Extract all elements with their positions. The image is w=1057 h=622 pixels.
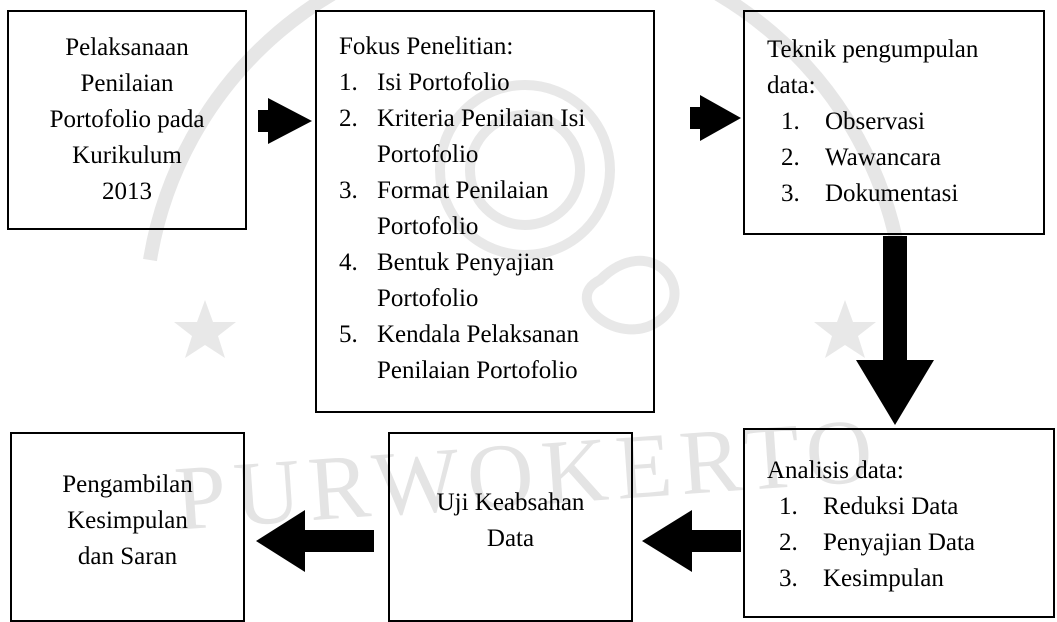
box-implementation: Pelaksanaan Penilaian Portofolio pada Ku…: [7, 10, 247, 230]
data-collection-list: 1.Observasi 2.Wawancara 3.Dokumentasi: [781, 104, 1033, 212]
data-analysis-item: 1.Reduksi Data: [779, 493, 959, 520]
research-focus-item: 5.Kendala Pelaksanan Penilaian Portofoli…: [339, 321, 580, 384]
data-collection-item: 1.Observasi: [781, 108, 925, 135]
box-conclusion-line-1: Pengambilan: [62, 471, 193, 498]
data-analysis-item: 2.Penyajian Data: [779, 529, 976, 556]
research-focus-item: 4.Bentuk Penyajian Portofolio: [339, 249, 555, 312]
data-collection-item: 2.Wawancara: [781, 144, 941, 171]
research-focus-item: 1.Isi Portofolio: [339, 69, 510, 96]
box-implementation-line-1: Pelaksanaan: [65, 34, 189, 61]
arrow-right-icon: [258, 98, 312, 144]
box-conclusion-line-2: Kesimpulan: [67, 507, 188, 534]
box-data-analysis: Analisis data: 1.Reduksi Data 2.Penyajia…: [743, 428, 1055, 618]
box-implementation-line-3: Portofolio pada: [49, 106, 205, 133]
arrow-left-icon: [642, 510, 741, 572]
box-validity-line-1: Uji Keabsahan: [436, 489, 585, 516]
research-focus-item: 2.Kriteria Penilaian Isi Portofolio: [339, 105, 586, 168]
arrow-down-icon: [856, 236, 934, 425]
box-implementation-line-2: Penilaian: [80, 70, 174, 97]
arrow-right-icon: [690, 95, 741, 141]
box-validity-line-2: Data: [486, 525, 535, 552]
research-focus-list: 1.Isi Portofolio 2.Kriteria Penilaian Is…: [339, 65, 633, 389]
box-research-focus-heading: Fokus Penelitian:: [339, 33, 514, 60]
data-analysis-list: 1.Reduksi Data 2.Penyajian Data 3.Kesimp…: [779, 489, 1043, 597]
box-conclusion-line-3: dan Saran: [77, 543, 178, 570]
data-collection-item: 3.Dokumentasi: [781, 180, 959, 207]
arrow-left-icon: [256, 510, 374, 572]
box-implementation-line-4: Kurikulum: [72, 142, 182, 169]
box-implementation-line-5: 2013: [102, 178, 152, 205]
research-focus-item: 3.Format Penilaian Portofolio: [339, 177, 549, 240]
box-research-focus: Fokus Penelitian: 1.Isi Portofolio 2.Kri…: [315, 10, 655, 413]
box-data-collection-heading: Teknik pengumpulan data:: [767, 36, 979, 99]
data-analysis-item: 3.Kesimpulan: [779, 565, 944, 592]
box-data-collection: Teknik pengumpulan data: 1.Observasi 2.W…: [743, 10, 1045, 235]
box-data-analysis-heading: Analisis data:: [767, 457, 904, 484]
